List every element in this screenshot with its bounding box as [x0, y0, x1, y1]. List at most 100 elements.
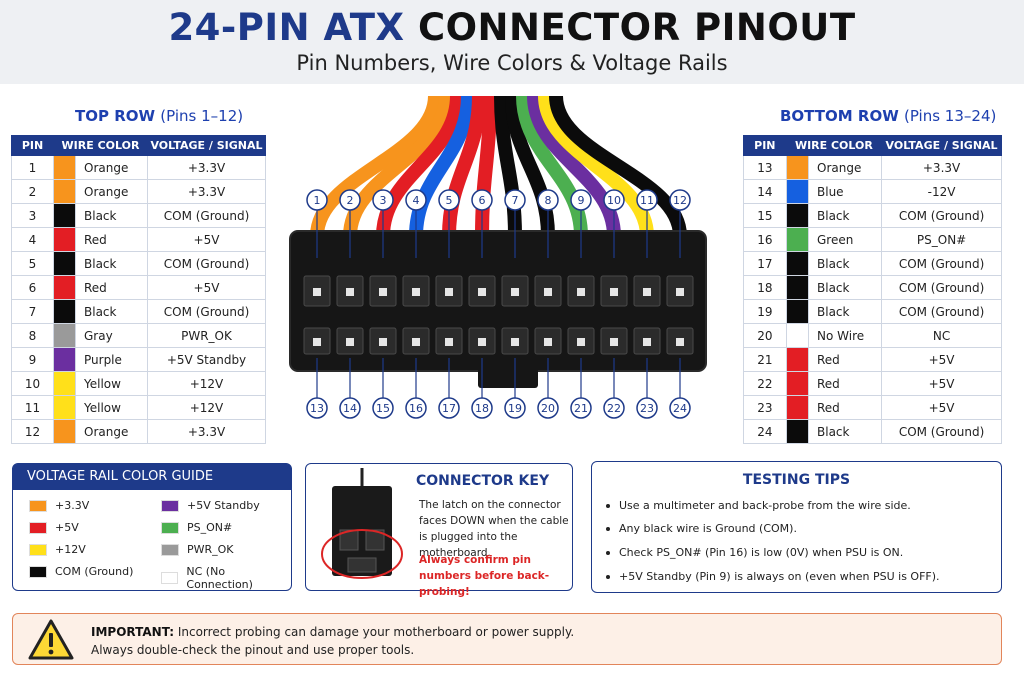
wire-color-swatch	[53, 347, 76, 372]
pin-label-circle	[438, 189, 460, 211]
wire-color-name: Orange	[807, 155, 883, 180]
tip-item: Use a multimeter and back-probe from the…	[606, 499, 911, 512]
top-row-title: TOP ROW (Pins 1–12)	[75, 107, 243, 125]
header-banner: 24-PIN ATX CONNECTOR PINOUT Pin Numbers,…	[0, 0, 1024, 84]
wire-color-name: Orange	[75, 179, 148, 204]
socket-grid	[303, 275, 694, 355]
wire-color-swatch	[785, 347, 810, 372]
wire-color-swatch	[53, 395, 76, 420]
voltage-signal: NC	[881, 323, 1002, 348]
pin-label-circle	[669, 189, 691, 211]
pin-label: 20	[541, 402, 555, 415]
pin-label: 12	[673, 194, 687, 207]
pin-terminal	[643, 338, 651, 346]
voltage-signal: +12V	[147, 395, 266, 420]
voltage-signal: COM (Ground)	[147, 251, 266, 276]
wire-strand	[409, 96, 475, 237]
tip-item: Check PS_ON# (Pin 16) is low (0V) when P…	[606, 546, 903, 559]
wire-color-name: No Wire	[807, 323, 883, 348]
voltage-signal: COM (Ground)	[881, 203, 1002, 228]
voltage-signal: COM (Ground)	[147, 299, 266, 324]
pin-label: 21	[574, 402, 588, 415]
pin-label-circle	[669, 397, 691, 419]
pin-terminal	[544, 338, 552, 346]
bottom-row-title-text: BOTTOM ROW	[780, 107, 899, 125]
voltage-signal: PS_ON#	[881, 227, 1002, 252]
wire-strand	[310, 96, 442, 237]
pin-number: 18	[743, 275, 787, 300]
wire-strand	[475, 96, 497, 237]
guide-item: PS_ON#	[161, 521, 232, 534]
wire-color-swatch	[785, 155, 810, 180]
pin-label-circle	[438, 397, 460, 419]
pin-label: 10	[607, 194, 621, 207]
pin-number: 24	[743, 419, 787, 444]
tip-item: +5V Standby (Pin 9) is always on (even w…	[606, 570, 940, 583]
pin-number: 7	[11, 299, 54, 324]
pin-row: 2 Orange+3.3V	[11, 179, 266, 204]
voltage-signal: +5V Standby	[147, 347, 266, 372]
wire-color-swatch	[53, 419, 76, 444]
guide-label: PWR_OK	[187, 543, 234, 556]
wire-color-name: Green	[807, 227, 883, 252]
page-subtitle: Pin Numbers, Wire Colors & Voltage Rails	[296, 51, 728, 75]
voltage-rail-color-guide: VOLTAGE RAIL COLOR GUIDE +3.3V+5V Standb…	[12, 463, 292, 591]
pin-number: 10	[11, 371, 54, 396]
pin-number: 17	[743, 251, 787, 276]
wire-color-swatch	[53, 179, 76, 204]
pin-terminal	[544, 288, 552, 296]
connector-key-panel: CONNECTOR KEY The latch on the connector…	[305, 463, 573, 598]
voltage-signal: +3.3V	[147, 179, 266, 204]
pin-terminal	[676, 338, 684, 346]
color-chip	[29, 521, 47, 534]
top-row-range: (Pins 1–12)	[160, 107, 244, 125]
latch-highlight-circle	[321, 529, 403, 579]
pin-number: 2	[11, 179, 54, 204]
pin-label-circle	[372, 397, 394, 419]
connector-key-illustration	[321, 468, 403, 579]
pin-terminal	[511, 288, 519, 296]
wire-color-swatch	[53, 227, 76, 252]
wire-color-name: Red	[75, 275, 148, 300]
pin-label: 6	[479, 194, 486, 207]
pin-number: 14	[743, 179, 787, 204]
important-line-1: IMPORTANT: Incorrect probing can damage …	[91, 625, 574, 639]
pin-number: 4	[11, 227, 54, 252]
wire-color-name: Yellow	[75, 371, 148, 396]
wire-color-swatch	[785, 227, 810, 252]
wire-strand	[527, 96, 621, 237]
guide-item: +12V	[29, 543, 86, 556]
connector-latch	[478, 368, 538, 388]
pin-label-circle	[570, 397, 592, 419]
pin-number: 11	[11, 395, 54, 420]
pin-number: 21	[743, 347, 787, 372]
pin-label-circle	[405, 397, 427, 419]
wire-color-swatch	[53, 275, 76, 300]
pin-label-circle	[471, 189, 493, 211]
important-line-2: Always double-check the pinout and use p…	[91, 643, 415, 657]
wire-color-swatch	[785, 395, 810, 420]
pin-label: 3	[380, 194, 387, 207]
wire-strand	[549, 96, 687, 237]
wire-color-swatch	[53, 371, 76, 396]
wire-strand	[343, 96, 453, 237]
pin-label: 15	[376, 402, 390, 415]
pin-label-circle	[504, 397, 526, 419]
pin-terminal	[676, 288, 684, 296]
voltage-signal: COM (Ground)	[147, 203, 266, 228]
color-chip	[29, 543, 47, 556]
pin-label: 4	[413, 194, 420, 207]
tip-text: Check PS_ON# (Pin 16) is low (0V) when P…	[619, 546, 904, 559]
pin-label-circle	[339, 189, 361, 211]
voltage-signal: +3.3V	[147, 419, 266, 444]
title-rest: CONNECTOR PINOUT	[417, 6, 856, 49]
